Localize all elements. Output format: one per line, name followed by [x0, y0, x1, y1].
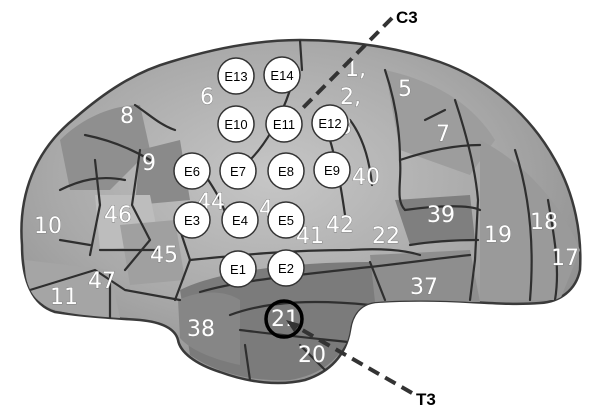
electrode-e6: E6: [173, 152, 211, 190]
electrode-e10-label: E10: [224, 117, 247, 132]
brain-regions: [24, 40, 580, 382]
area-label-6: 6: [200, 85, 214, 110]
c3-lead-line: [283, 16, 394, 128]
region-11: [24, 260, 120, 318]
region-38: [178, 292, 240, 365]
area-label-46: 46: [104, 203, 132, 228]
electrode-e9-label: E9: [324, 163, 340, 178]
electrode-e10: E10: [217, 105, 255, 143]
area-21-highlight-ring: [264, 299, 304, 339]
electrode-e12-label: E12: [318, 116, 341, 131]
electrode-e8-label: E8: [278, 164, 294, 179]
electrode-e4: E4: [221, 201, 259, 239]
area-label-10: 10: [34, 214, 62, 239]
electrode-e8: E8: [267, 152, 305, 190]
area-label-7: 7: [436, 122, 450, 147]
area-label-9: 9: [142, 151, 156, 176]
c3-label: C3: [396, 8, 418, 27]
electrode-grid: E13 E14 E10 E11 E12 E6 E7 E8 E9 E3 E4 E5…: [173, 56, 351, 288]
electrode-e13-label: E13: [224, 69, 247, 84]
area-label-38: 38: [187, 317, 215, 342]
area-label-20: 20: [298, 343, 326, 368]
region-5-7-parietal: [385, 70, 495, 175]
electrode-e7-label: E7: [230, 164, 246, 179]
t3-lead-line: [289, 321, 413, 395]
region-frontal-dark: [60, 105, 150, 190]
electrode-e12: E12: [311, 104, 349, 142]
electrode-e9: E9: [313, 151, 351, 189]
region-inferior-frontal: [120, 220, 185, 285]
area-label-40: 40: [352, 165, 380, 190]
area-label-47: 47: [88, 269, 116, 294]
area-label-8: 8: [120, 104, 134, 129]
area-label-39: 39: [427, 203, 455, 228]
electrode-e7: E7: [219, 152, 257, 190]
electrode-e1-label: E1: [230, 262, 246, 277]
t3-arrowhead: [286, 320, 300, 332]
region-39: [395, 195, 475, 245]
area-label-22: 22: [372, 224, 400, 249]
area-label-11: 11: [50, 285, 78, 310]
area-label-17: 17: [551, 246, 579, 271]
electrode-e5: E5: [267, 201, 305, 239]
t3-label: T3: [416, 390, 436, 409]
area-label-5: 5: [398, 77, 412, 102]
area-label-45: 45: [150, 243, 178, 268]
electrode-e11-label: E11: [273, 117, 295, 132]
area-label-44: 44: [197, 190, 225, 215]
electrode-e2-label: E2: [278, 261, 294, 276]
electrode-e1: E1: [219, 250, 257, 288]
electrode-e13: E13: [217, 57, 255, 95]
electrode-e14-label: E14: [270, 68, 293, 83]
area-label-2: 2,: [340, 85, 361, 110]
electrode-e4-label: E4: [232, 213, 248, 228]
electrode-e5-label: E5: [278, 213, 294, 228]
electrode-e6-label: E6: [184, 164, 200, 179]
electrode-e3-label: E3: [184, 213, 200, 228]
area-label-18: 18: [530, 210, 558, 235]
area-label-37: 37: [410, 275, 438, 300]
electrode-e14: E14: [263, 56, 301, 94]
area-label-42: 42: [326, 213, 354, 238]
electrode-e11: E11: [265, 105, 303, 143]
region-9-dark: [135, 140, 190, 205]
area-label-19: 19: [484, 223, 512, 248]
electrode-e3: E3: [173, 201, 211, 239]
electrode-e2: E2: [267, 249, 305, 287]
brodmann-area-labels: 1, 2, 3 5 6 7 8 9 40 10 46 44 4 41 42 22…: [34, 57, 580, 369]
